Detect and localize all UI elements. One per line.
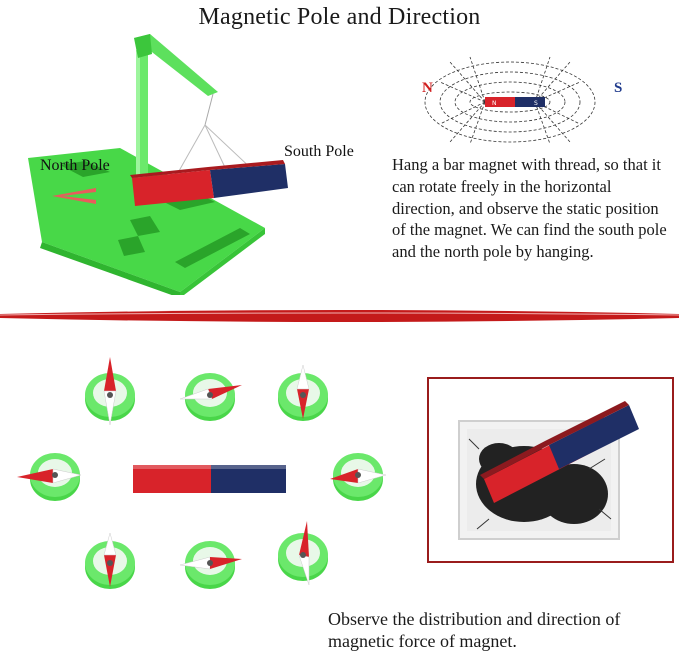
compass-icon [179,541,242,589]
svg-text:S: S [534,100,538,107]
hanging-magnet-stand-illustration [28,34,288,295]
bar-magnet-icon [133,465,286,493]
compass-icon [278,364,328,421]
page-title: Magnetic Pole and Direction [198,4,481,30]
compass-icon [85,532,135,589]
hanging-description: Hang a bar magnet with thread, so that i… [392,155,667,262]
section-divider [0,310,679,322]
field-south-label: S [614,80,623,96]
svg-text:N: N [492,100,497,107]
field-north-label: N [422,80,433,96]
north-pole-label: North Pole [40,157,110,174]
observation-description: Observe the distribution and direction o… [328,609,621,651]
compass-icon [85,357,135,426]
compass-arrangement [17,357,387,589]
compass-icon [330,453,387,501]
compass-icon [278,521,328,586]
compass-icon [179,373,242,421]
iron-filings-box [458,401,639,540]
magnetic-field-diagram: N S [424,56,596,144]
south-pole-label: South Pole [284,143,354,160]
compass-icon [17,453,82,501]
